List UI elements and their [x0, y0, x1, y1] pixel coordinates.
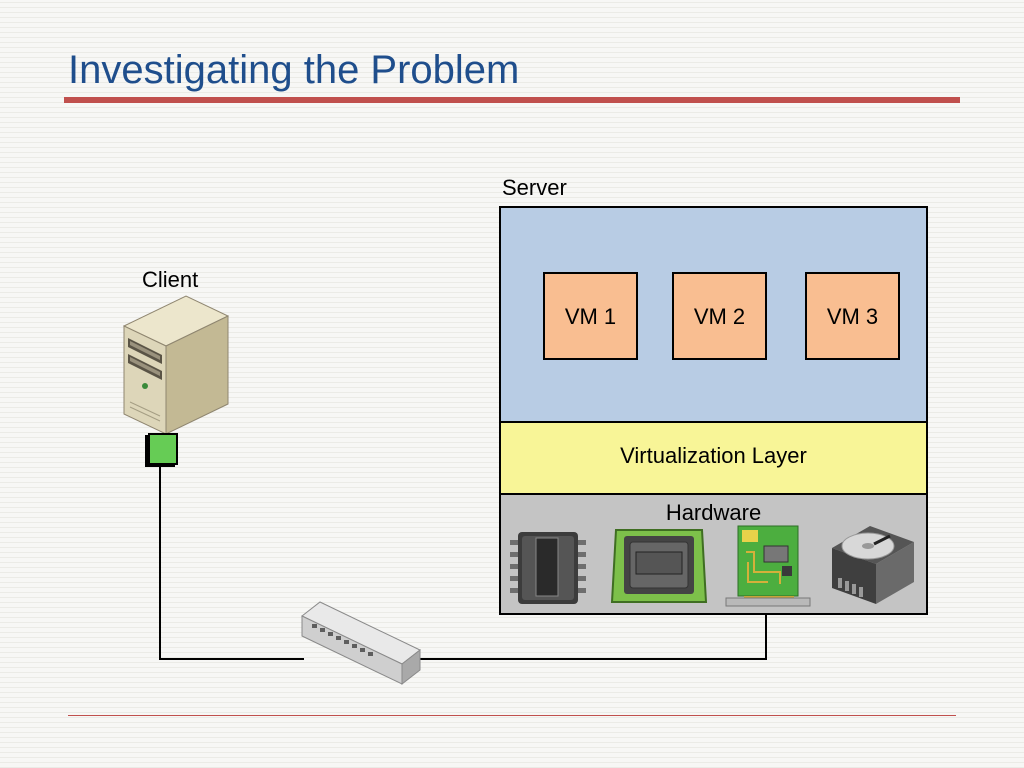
slide-title: Investigating the Problem — [68, 48, 520, 92]
vm-2: VM 2 — [672, 272, 767, 360]
network-switch-icon — [301, 601, 421, 686]
virtualization-layer: Virtualization Layer — [501, 421, 926, 495]
footer-rule — [68, 715, 956, 716]
virtualization-label: Virtualization Layer — [620, 443, 807, 468]
tower-server-icon — [122, 295, 230, 435]
cpu-icon — [610, 529, 708, 603]
network-card-icon — [725, 525, 811, 607]
vm-area: VM 1 VM 2 VM 3 — [501, 208, 926, 421]
vm-3: VM 3 — [805, 272, 900, 360]
title-underline — [64, 97, 960, 103]
client-wire-vertical — [159, 465, 161, 660]
server-label: Server — [502, 175, 567, 200]
vm-1: VM 1 — [543, 272, 638, 360]
hard-drive-icon — [832, 526, 914, 604]
hardware-label: Hardware — [665, 500, 762, 525]
client-wire-horizontal — [159, 658, 304, 660]
client-label: Client — [142, 267, 199, 292]
memory-chip-icon — [510, 532, 586, 604]
server-wire-vertical — [765, 615, 767, 660]
server-wire-horizontal — [418, 658, 767, 660]
network-port-icon — [148, 433, 178, 465]
